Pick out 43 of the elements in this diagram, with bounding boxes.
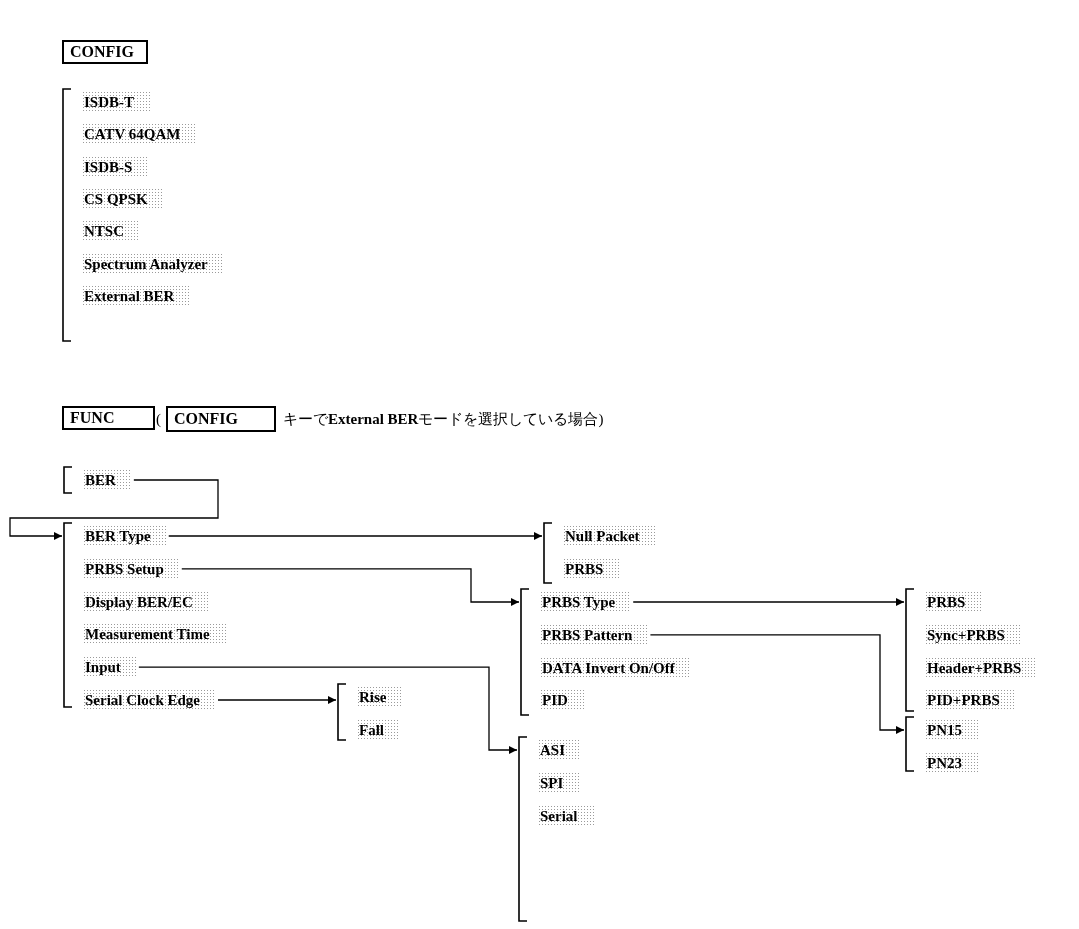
menu-item: Sync+PRBS <box>925 623 1021 646</box>
menu-item: PID <box>540 689 584 712</box>
arrow <box>138 666 518 754</box>
arrow <box>9 479 219 540</box>
menu-item: PID+PRBS <box>925 689 1016 712</box>
menu-item: Serial <box>538 804 594 827</box>
menu-item: Input <box>83 656 137 679</box>
menu-item: Measurement Time <box>83 623 226 646</box>
menu-item: PRBS <box>925 591 982 613</box>
arrow <box>649 634 905 734</box>
menu-item: Header+PRBS <box>925 656 1038 679</box>
menu-item: Spectrum Analyzer <box>82 252 224 275</box>
menu-item: DATA Invert On/Off <box>540 656 691 679</box>
menu-item: ISDB-T <box>82 91 151 113</box>
menu-item: PN15 <box>925 719 978 741</box>
menu-item: ASI <box>538 739 581 761</box>
arrow <box>217 696 337 704</box>
menu-item: NTSC <box>82 220 140 243</box>
menu-item: PRBS Setup <box>83 557 180 580</box>
menu-item: External BER <box>82 284 191 307</box>
menu-item: BER Type <box>83 525 167 547</box>
menu-item: CS QPSK <box>82 187 164 210</box>
arrow <box>632 598 905 606</box>
menu-item: PRBS Pattern <box>540 623 649 646</box>
menu-item: Display BER/EC <box>83 590 209 613</box>
menu-item: CATV 64QAM <box>82 123 197 146</box>
menu-item: PRBS Type <box>540 591 632 613</box>
note-text: キーでExternal BERモードを選択している場合) <box>283 410 604 429</box>
menu-item: Rise <box>357 686 403 708</box>
menu-item: Fall <box>357 718 400 741</box>
menu-item: ISDB-S <box>82 155 149 178</box>
menu-item: Null Packet <box>563 525 656 547</box>
menu-item: Serial Clock Edge <box>83 689 216 711</box>
menu-item: PRBS <box>563 557 620 580</box>
arrow <box>181 568 520 606</box>
key-label: FUNC <box>62 406 155 430</box>
menu-item: PN23 <box>925 751 978 774</box>
key-label: CONFIG <box>62 40 148 64</box>
menu-item: BER <box>83 469 132 491</box>
arrow <box>168 532 543 540</box>
key-label: CONFIG <box>166 406 276 432</box>
parenthesis: ( <box>156 410 161 429</box>
menu-item: SPI <box>538 771 580 794</box>
